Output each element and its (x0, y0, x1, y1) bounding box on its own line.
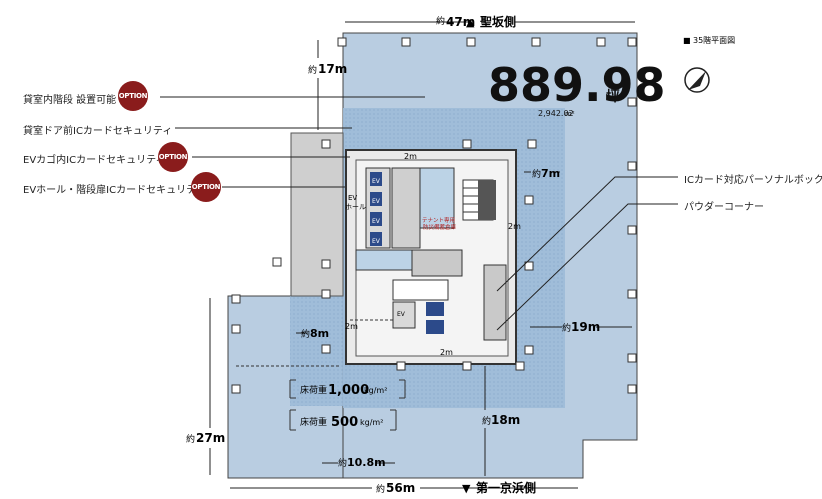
stair-lower (392, 279, 449, 301)
callout-ev-cage-security: EVカゴ内ICカードセキュリティ (23, 155, 166, 166)
ev-small-label: EV (397, 311, 406, 318)
legend-marker: ■ (683, 36, 691, 45)
dim-approx: 約 (186, 433, 195, 445)
load-box-normal (289, 409, 397, 431)
street-bottom-arrow: ▼ (462, 482, 471, 495)
load-normal-unit: kg/m² (360, 418, 383, 427)
dim-bottom-width: 56m (386, 481, 415, 495)
dim-left-lower: 27m (196, 431, 225, 445)
load-normal-label: 床荷重 (300, 416, 327, 428)
ev-label: EV (372, 198, 381, 205)
core-room-lower (355, 249, 413, 271)
callout-door-security: 貸室ドア前ICカードセキュリティ (23, 126, 173, 137)
dim-approx: 約 (562, 322, 571, 334)
dimension-lines (209, 21, 635, 489)
dim-bottom-inner: 10.8m (347, 456, 386, 469)
core-room-lower (411, 249, 463, 277)
option-badge: OPTION (118, 81, 148, 111)
ev-cab (370, 212, 382, 226)
ev-cab (370, 232, 382, 246)
street-bottom: 第一京浜側 (476, 480, 536, 495)
dim-approx: 約 (532, 168, 541, 180)
street-top: 聖坂側 (480, 14, 516, 29)
ev-label: EV (372, 238, 381, 245)
outer-strip (290, 132, 344, 297)
dim-approx: 約 (338, 457, 347, 469)
personal-box (478, 180, 496, 220)
ev-cab (370, 172, 382, 186)
dim-core-left: 8m (310, 327, 329, 340)
option-badge: OPTION (158, 142, 188, 172)
dim-approx: 約 (482, 415, 491, 427)
compass-icon (684, 67, 710, 93)
area-m2: 2,942.02 (538, 109, 574, 118)
load-heavy-label: 床荷重 (300, 384, 327, 396)
ev-label: EV (372, 178, 381, 185)
dim-right-side: 19m (571, 320, 600, 334)
legend-text: 35階平面図 (693, 35, 735, 45)
option-badge: OPTION (191, 172, 221, 202)
powder-corner-room (483, 264, 507, 341)
callout-leaders-left (160, 96, 425, 188)
tenant-storage-label: テナント専用防災備蓄倉庫 (422, 216, 457, 231)
ev-small-shaft (392, 301, 416, 329)
dim-gap: 2m (345, 322, 358, 331)
dim-gap: 2m (404, 152, 417, 161)
load-heavy-unit: kg/m² (364, 386, 387, 395)
load-normal-value: 500 (331, 415, 358, 430)
dim-core-right: 7m (541, 167, 560, 180)
area-m2-unit: m² (565, 110, 575, 118)
dim-approx: 約 (308, 64, 317, 76)
dim-approx: 約 (436, 15, 445, 27)
ev-small-cab (426, 320, 444, 334)
area-tsubo: 889.98 (488, 58, 666, 112)
callout-ev-hall-security: EVホール・階段扉ICカードセキュリティ (23, 185, 206, 196)
ev-small-cab (426, 302, 444, 316)
dim-left-upper: 17m (318, 62, 347, 76)
dim-gap: 2m (440, 348, 453, 357)
ev-cab (370, 192, 382, 206)
load-heavy-value: 1,000 (328, 383, 369, 398)
callout-personal-box: ICカード対応パーソナルボックス (684, 175, 822, 186)
area-tsubo-unit: 坪 (606, 89, 620, 105)
tenant-storage-room (419, 167, 455, 229)
callout-indoor-stairs: 貸室内階段 設置可能 (23, 95, 117, 106)
callout-leaders-right (496, 176, 678, 331)
callout-dashes (236, 319, 395, 367)
core-room (391, 167, 421, 249)
heavy-load-zone-left (290, 296, 350, 406)
dim-bottom-middle: 18m (491, 413, 520, 427)
ev-label: EV (372, 218, 381, 225)
street-top-arrow: ▲ (466, 16, 475, 29)
columns (231, 37, 637, 394)
callout-powder-corner: パウダーコーナー (684, 202, 764, 213)
dim-approx: 約 (301, 328, 310, 340)
dim-top-width: 47m (446, 15, 475, 29)
load-box-heavy (289, 379, 406, 399)
dim-approx: 約 (376, 483, 385, 495)
dim-gap: 2m (508, 222, 521, 231)
